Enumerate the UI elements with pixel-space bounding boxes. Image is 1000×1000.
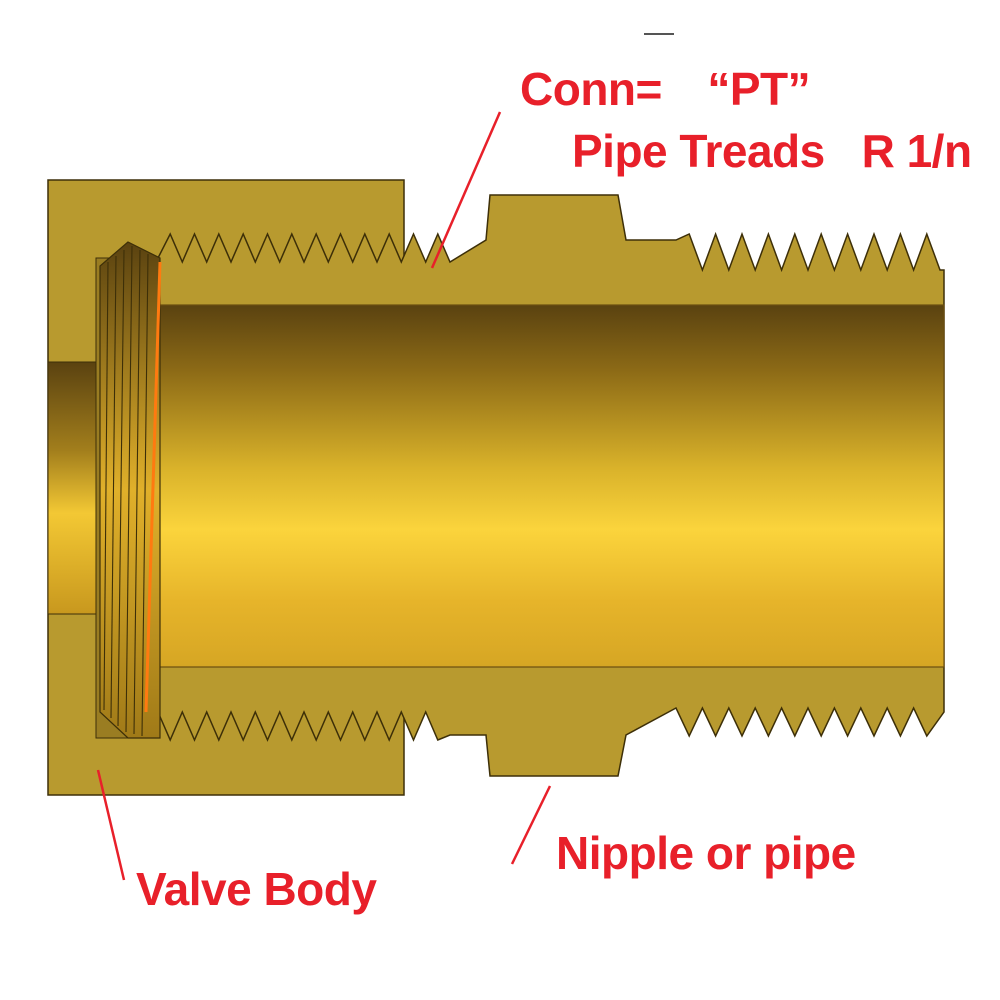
label-conn-pt: Conn= “PT” <box>520 63 811 115</box>
nipple-bore <box>155 304 945 668</box>
leader-line-conn <box>430 111 502 269</box>
valve-body-bore <box>47 361 99 615</box>
label-valve-body: Valve Body <box>136 863 377 915</box>
nipple-threaded-end <box>99 241 161 739</box>
label-pipe-treads: Pipe Treads R 1/n <box>572 125 972 177</box>
label-nipple-or-pipe: Nipple or pipe <box>556 827 856 879</box>
leader-line-nipple <box>510 785 552 865</box>
leader-line-valve-body <box>96 769 126 881</box>
end-thread-lines <box>103 245 149 737</box>
thread-seam-line <box>144 261 162 713</box>
